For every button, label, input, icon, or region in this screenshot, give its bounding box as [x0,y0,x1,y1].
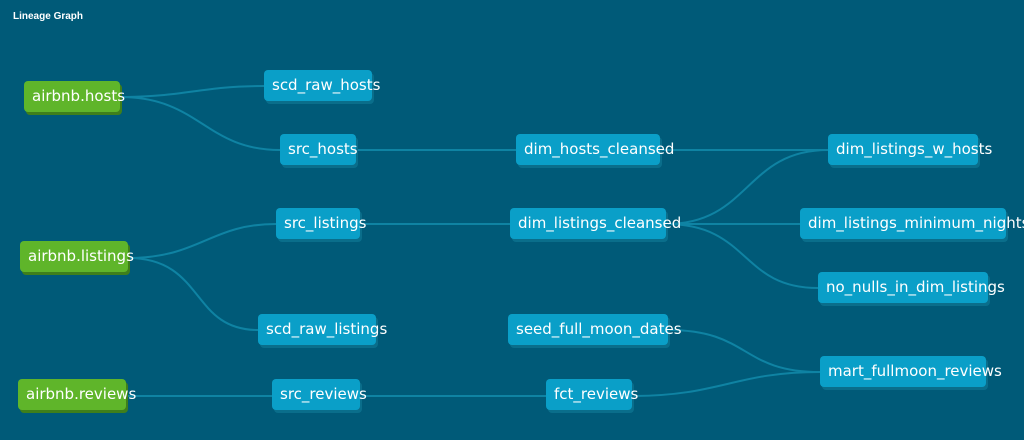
edge-dim-listings-cleansed-dim-listings-w-hosts [665,149,829,225]
edge-seed-full-moon-dates-mart [667,329,821,373]
node-scd-raw-listings[interactable]: scd_raw_listings [258,314,387,345]
edge-airbnb-hosts-src-hosts [119,96,281,151]
node-src-listings[interactable]: src_listings [276,208,366,239]
node-seed-full-moon-dates[interactable]: seed_full_moon_dates [508,314,682,345]
graph-title: Lineage Graph [13,11,84,22]
node-airbnb-reviews[interactable]: airbnb.reviews [18,379,136,410]
node-dim-listings-cleansed[interactable]: dim_listings_cleansed [510,208,681,239]
node-src-hosts[interactable]: src_hosts [280,134,358,165]
node-mart-fullmoon-reviews[interactable]: mart_fullmoon_reviews [820,356,1002,387]
node-dim-hosts-cleansed[interactable]: dim_hosts_cleansed [516,134,674,165]
edge-airbnb-hosts-scd-raw-hosts [119,85,265,98]
node-scd-raw-hosts[interactable]: scd_raw_hosts [264,70,380,101]
edge-fct-reviews-mart [631,371,821,397]
node-airbnb-listings[interactable]: airbnb.listings [20,241,134,272]
node-dim-listings-w-hosts[interactable]: dim_listings_w_hosts [828,134,992,165]
edge-dim-listings-cleansed-no-nulls [665,223,819,289]
node-airbnb-hosts[interactable]: airbnb.hosts [24,81,125,112]
edge-airbnb-listings-scd-raw-listings [127,257,259,331]
node-dim-listings-minimum-nights[interactable]: dim_listings_minimum_nights [800,208,1024,239]
edge-airbnb-listings-src-listings [127,223,277,259]
node-no-nulls-in-dim-listings[interactable]: no_nulls_in_dim_listings [818,272,1005,303]
node-src-reviews[interactable]: src_reviews [272,379,367,410]
node-fct-reviews[interactable]: fct_reviews [546,379,638,410]
